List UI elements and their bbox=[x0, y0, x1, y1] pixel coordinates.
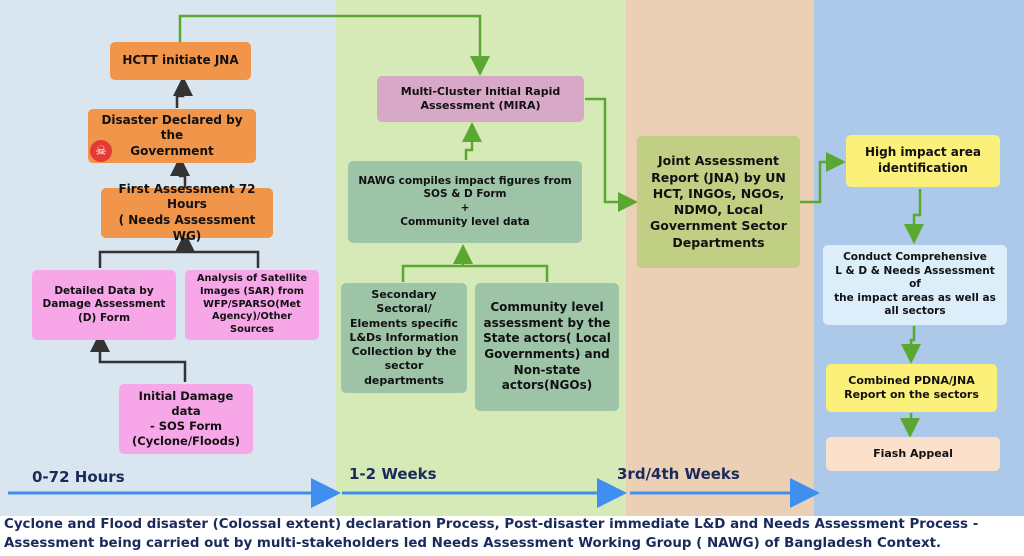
arrow-nawg-to-mira bbox=[462, 122, 482, 160]
phase-label-0-72-hours: 0-72 Hours bbox=[32, 468, 125, 486]
secondary-sectoral-box: Secondary Sectoral/ Elements specific L&… bbox=[341, 283, 467, 393]
initial-damage-box: Initial Damage data - SOS Form (Cyclone/… bbox=[119, 384, 253, 454]
community-level-box: Community level assessment by the State … bbox=[475, 283, 619, 411]
connector-layer bbox=[8, 14, 924, 508]
phase-label-1-2-weeks: 1-2 Weeks bbox=[349, 465, 437, 483]
skull-alert-icon: ☠ bbox=[90, 140, 112, 162]
first-assessment-box: First Assessment 72 Hours ( Needs Assess… bbox=[101, 182, 273, 243]
disaster-declared-box: Disaster Declared by the Government bbox=[88, 109, 256, 163]
arrow-first-to-disaster bbox=[170, 156, 190, 188]
arrow-jna-to-high-impact bbox=[800, 152, 846, 204]
arrow-hctt-to-mira bbox=[178, 14, 490, 76]
arrow-disaster-to-hctt bbox=[173, 76, 193, 108]
arrow-comprehensive-to-pdna bbox=[901, 326, 921, 364]
caption-line-1: Cyclone and Flood disaster (Colossal ext… bbox=[4, 517, 979, 532]
nawg-compiles-box: NAWG compiles impact figures from SOS & … bbox=[348, 161, 582, 243]
hctt-initiate-jna-box: HCTT initiate JNA bbox=[110, 42, 251, 80]
arrow-pdna-to-flash bbox=[900, 413, 920, 438]
arrow-bracket-to-first bbox=[98, 242, 260, 268]
phase-label-3-4-weeks: 3rd/4th Weeks bbox=[617, 465, 740, 483]
arrow-high-to-comprehensive bbox=[904, 189, 924, 244]
jna-report-box: Joint Assessment Report (JNA) by UN HCT,… bbox=[637, 136, 800, 268]
arrow-mira-to-jna bbox=[585, 97, 638, 212]
mira-box: Multi-Cluster Initial Rapid Assessment (… bbox=[377, 76, 584, 122]
arrow-bracket-to-nawg bbox=[401, 254, 549, 282]
caption-line-2: Assessment being carried out by multi-st… bbox=[4, 536, 942, 551]
satellite-analysis-box: Analysis of Satellite Images (SAR) from … bbox=[185, 270, 319, 340]
comprehensive-assessment-box: Conduct Comprehensive L & D & Needs Asse… bbox=[823, 245, 1007, 325]
combined-pdna-jna-box: Combined PDNA/JNA Report on the sectors bbox=[826, 364, 997, 412]
flash-appeal-box: Fiash Appeal bbox=[826, 437, 1000, 471]
arrow-initial-to-detailed bbox=[90, 332, 187, 382]
detailed-data-box: Detailed Data by Damage Assessment (D) F… bbox=[32, 270, 176, 340]
high-impact-area-box: High impact area identification bbox=[846, 135, 1000, 187]
